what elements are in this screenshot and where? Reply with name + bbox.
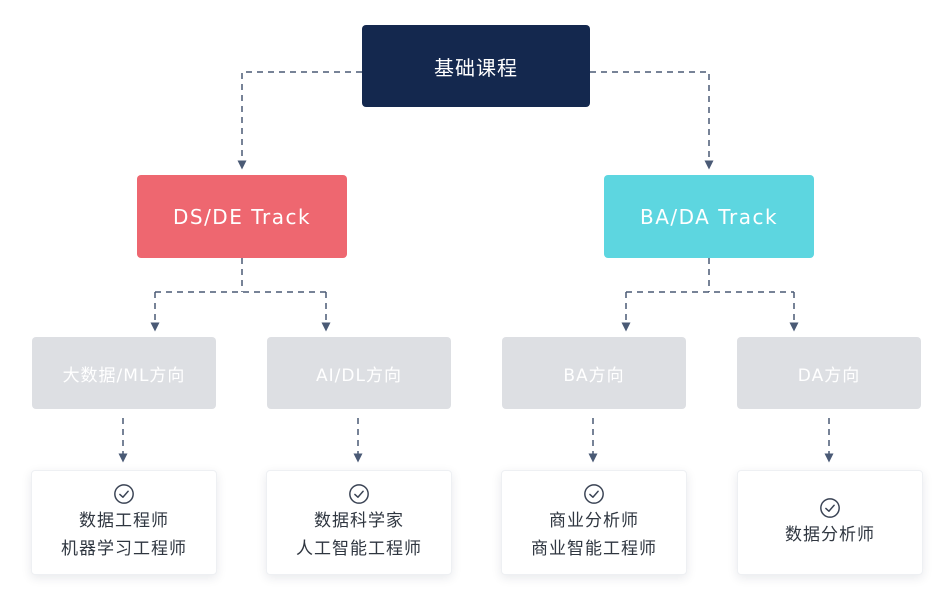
direction-label: BA方向 (563, 365, 625, 386)
connector-root-ds (237, 71, 362, 170)
direction-node-ba: BA方向 (502, 337, 686, 409)
role-titles: 数据科学家 人工智能工程师 (296, 507, 422, 563)
check-circle-icon (349, 483, 369, 504)
role-title: 商业智能工程师 (531, 538, 657, 559)
role-card-data-science: 数据科学家 人工智能工程师 (266, 470, 452, 575)
role-title: 数据工程师 (79, 510, 169, 531)
role-title: 商业分析师 (549, 510, 639, 531)
direction-node-da: DA方向 (737, 337, 921, 409)
role-card-data-analysis: 数据分析师 (737, 470, 923, 575)
role-titles: 数据分析师 (785, 521, 875, 549)
track-node-ds-de: DS/DE Track (137, 175, 347, 258)
connector-root-ba (590, 71, 714, 170)
track-node-ba-da: BA/DA Track (604, 175, 814, 258)
check-circle-icon (820, 497, 840, 518)
role-title: 机器学习工程师 (61, 538, 187, 559)
role-card-data-engineering: 数据工程师 机器学习工程师 (31, 470, 217, 575)
role-titles: 商业分析师 商业智能工程师 (531, 507, 657, 563)
track-label: DS/DE Track (172, 204, 312, 229)
root-label: 基础课程 (434, 55, 518, 80)
role-title: 数据分析师 (785, 524, 875, 545)
direction-label: 大数据/ML方向 (62, 365, 186, 386)
root-node-foundation-course: 基础课程 (362, 25, 590, 107)
track-label: BA/DA Track (639, 204, 779, 229)
check-circle-icon (584, 483, 604, 504)
role-title: 人工智能工程师 (296, 538, 422, 559)
direction-label: DA方向 (797, 365, 861, 386)
role-card-business-analysis: 商业分析师 商业智能工程师 (501, 470, 687, 575)
direction-label: AI/DL方向 (316, 365, 402, 386)
role-titles: 数据工程师 机器学习工程师 (61, 507, 187, 563)
direction-node-ai-dl: AI/DL方向 (267, 337, 451, 409)
check-circle-icon (114, 483, 134, 504)
direction-node-bigdata-ml: 大数据/ML方向 (32, 337, 216, 409)
role-title: 数据科学家 (314, 510, 404, 531)
